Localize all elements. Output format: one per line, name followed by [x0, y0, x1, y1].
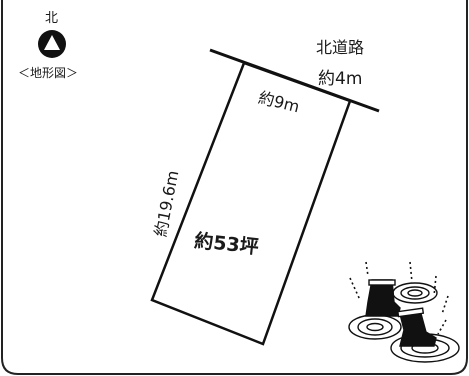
north-arrow-icon: [38, 30, 66, 58]
road-width: 約4m: [318, 69, 363, 89]
road-name: 北道路: [316, 38, 365, 57]
north-label: 北: [45, 11, 59, 26]
lot-parcel: [150, 61, 352, 346]
boots-and-puddles-icon: [348, 261, 460, 363]
map-type-label: ＜地形図＞: [18, 66, 79, 80]
